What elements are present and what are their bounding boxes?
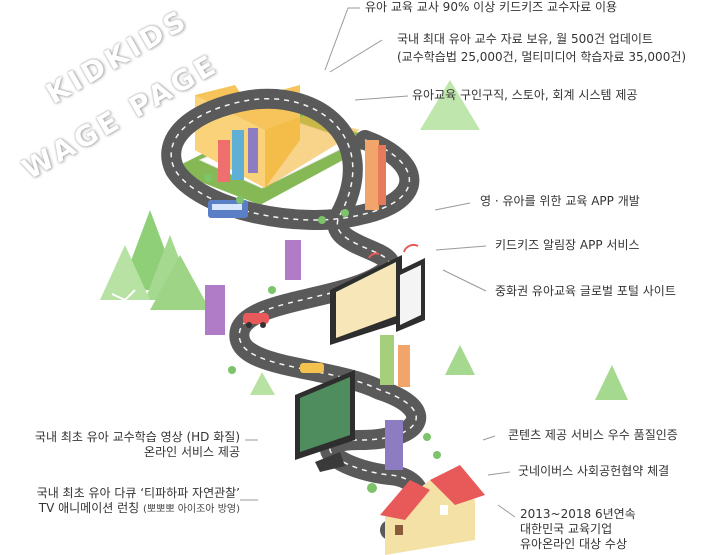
callout-bottom-3: 2013~2018 6년연속 대한민국 교육기업 유아온라인 대상 수상 [520, 507, 636, 552]
background-trees [100, 80, 628, 400]
callout-top-2: 국내 최대 유아 교수 자료 보유, 월 500건 업데이트 [397, 32, 653, 46]
windmill-icon [111, 289, 136, 320]
callout-top-3: 유아교육 구인구직, 스토아, 회계 시스템 제공 [412, 88, 638, 102]
callout-top-2-sub: (교수학습법 25,000건, 멀티미디어 학습자료 35,000건) [397, 50, 687, 64]
callout-bottom-3-line2: 대한민국 교육기업 [520, 522, 613, 536]
tv-monitor [295, 370, 355, 472]
callout-leaders [240, 7, 516, 518]
callout-left-1-line2: 온라인 서비스 제공 [144, 445, 240, 459]
bus-icon [208, 200, 248, 218]
callout-bottom-3-line3: 유아온라인 대상 수상 [520, 537, 627, 551]
callout-left-2-line2: TV 애니메이션 런칭 [38, 501, 140, 515]
tablet-devices [330, 255, 425, 345]
house-illustration [380, 465, 485, 555]
callout-mid-3: 중화권 유아교육 글로벌 포털 사이트 [495, 284, 676, 298]
callout-mid-2: 키드키즈 알림장 APP 서비스 [495, 238, 640, 252]
callout-top-1: 유아 교육 교사 90% 이상 키드키즈 교수자료 이용 [365, 0, 618, 14]
callout-left-2-sub: (뽀뽀뽀 아이조아 방영) [143, 504, 240, 515]
car-icon [243, 313, 269, 328]
callout-left-1-line1: 국내 최초 유아 교수학습 영상 (HD 화질) [34, 430, 240, 444]
callout-mid-1: 영 · 유아를 위한 교육 APP 개발 [480, 194, 640, 208]
callout-left-2: 국내 최초 유아 다큐 ‘티파하파 자연관찰’ TV 애니메이션 런칭 (뽀뽀뽀… [0, 486, 240, 517]
wifi-icon [368, 243, 419, 259]
small-trees [204, 174, 441, 493]
taxi-icon [300, 363, 324, 373]
callout-bottom-2: 굿네이버스 사회공헌협약 체결 [518, 464, 670, 478]
callout-left-1: 국내 최초 유아 교수학습 영상 (HD 화질) 온라인 서비스 제공 [0, 430, 240, 460]
callout-bottom-1: 콘텐츠 제공 서비스 우수 품질인증 [508, 428, 678, 442]
city-buildings [205, 128, 410, 470]
callout-left-2-line1: 국내 최초 유아 다큐 ‘티파하파 자연관찰’ [36, 486, 240, 500]
callout-bottom-3-line1: 2013~2018 6년연속 [520, 507, 636, 521]
